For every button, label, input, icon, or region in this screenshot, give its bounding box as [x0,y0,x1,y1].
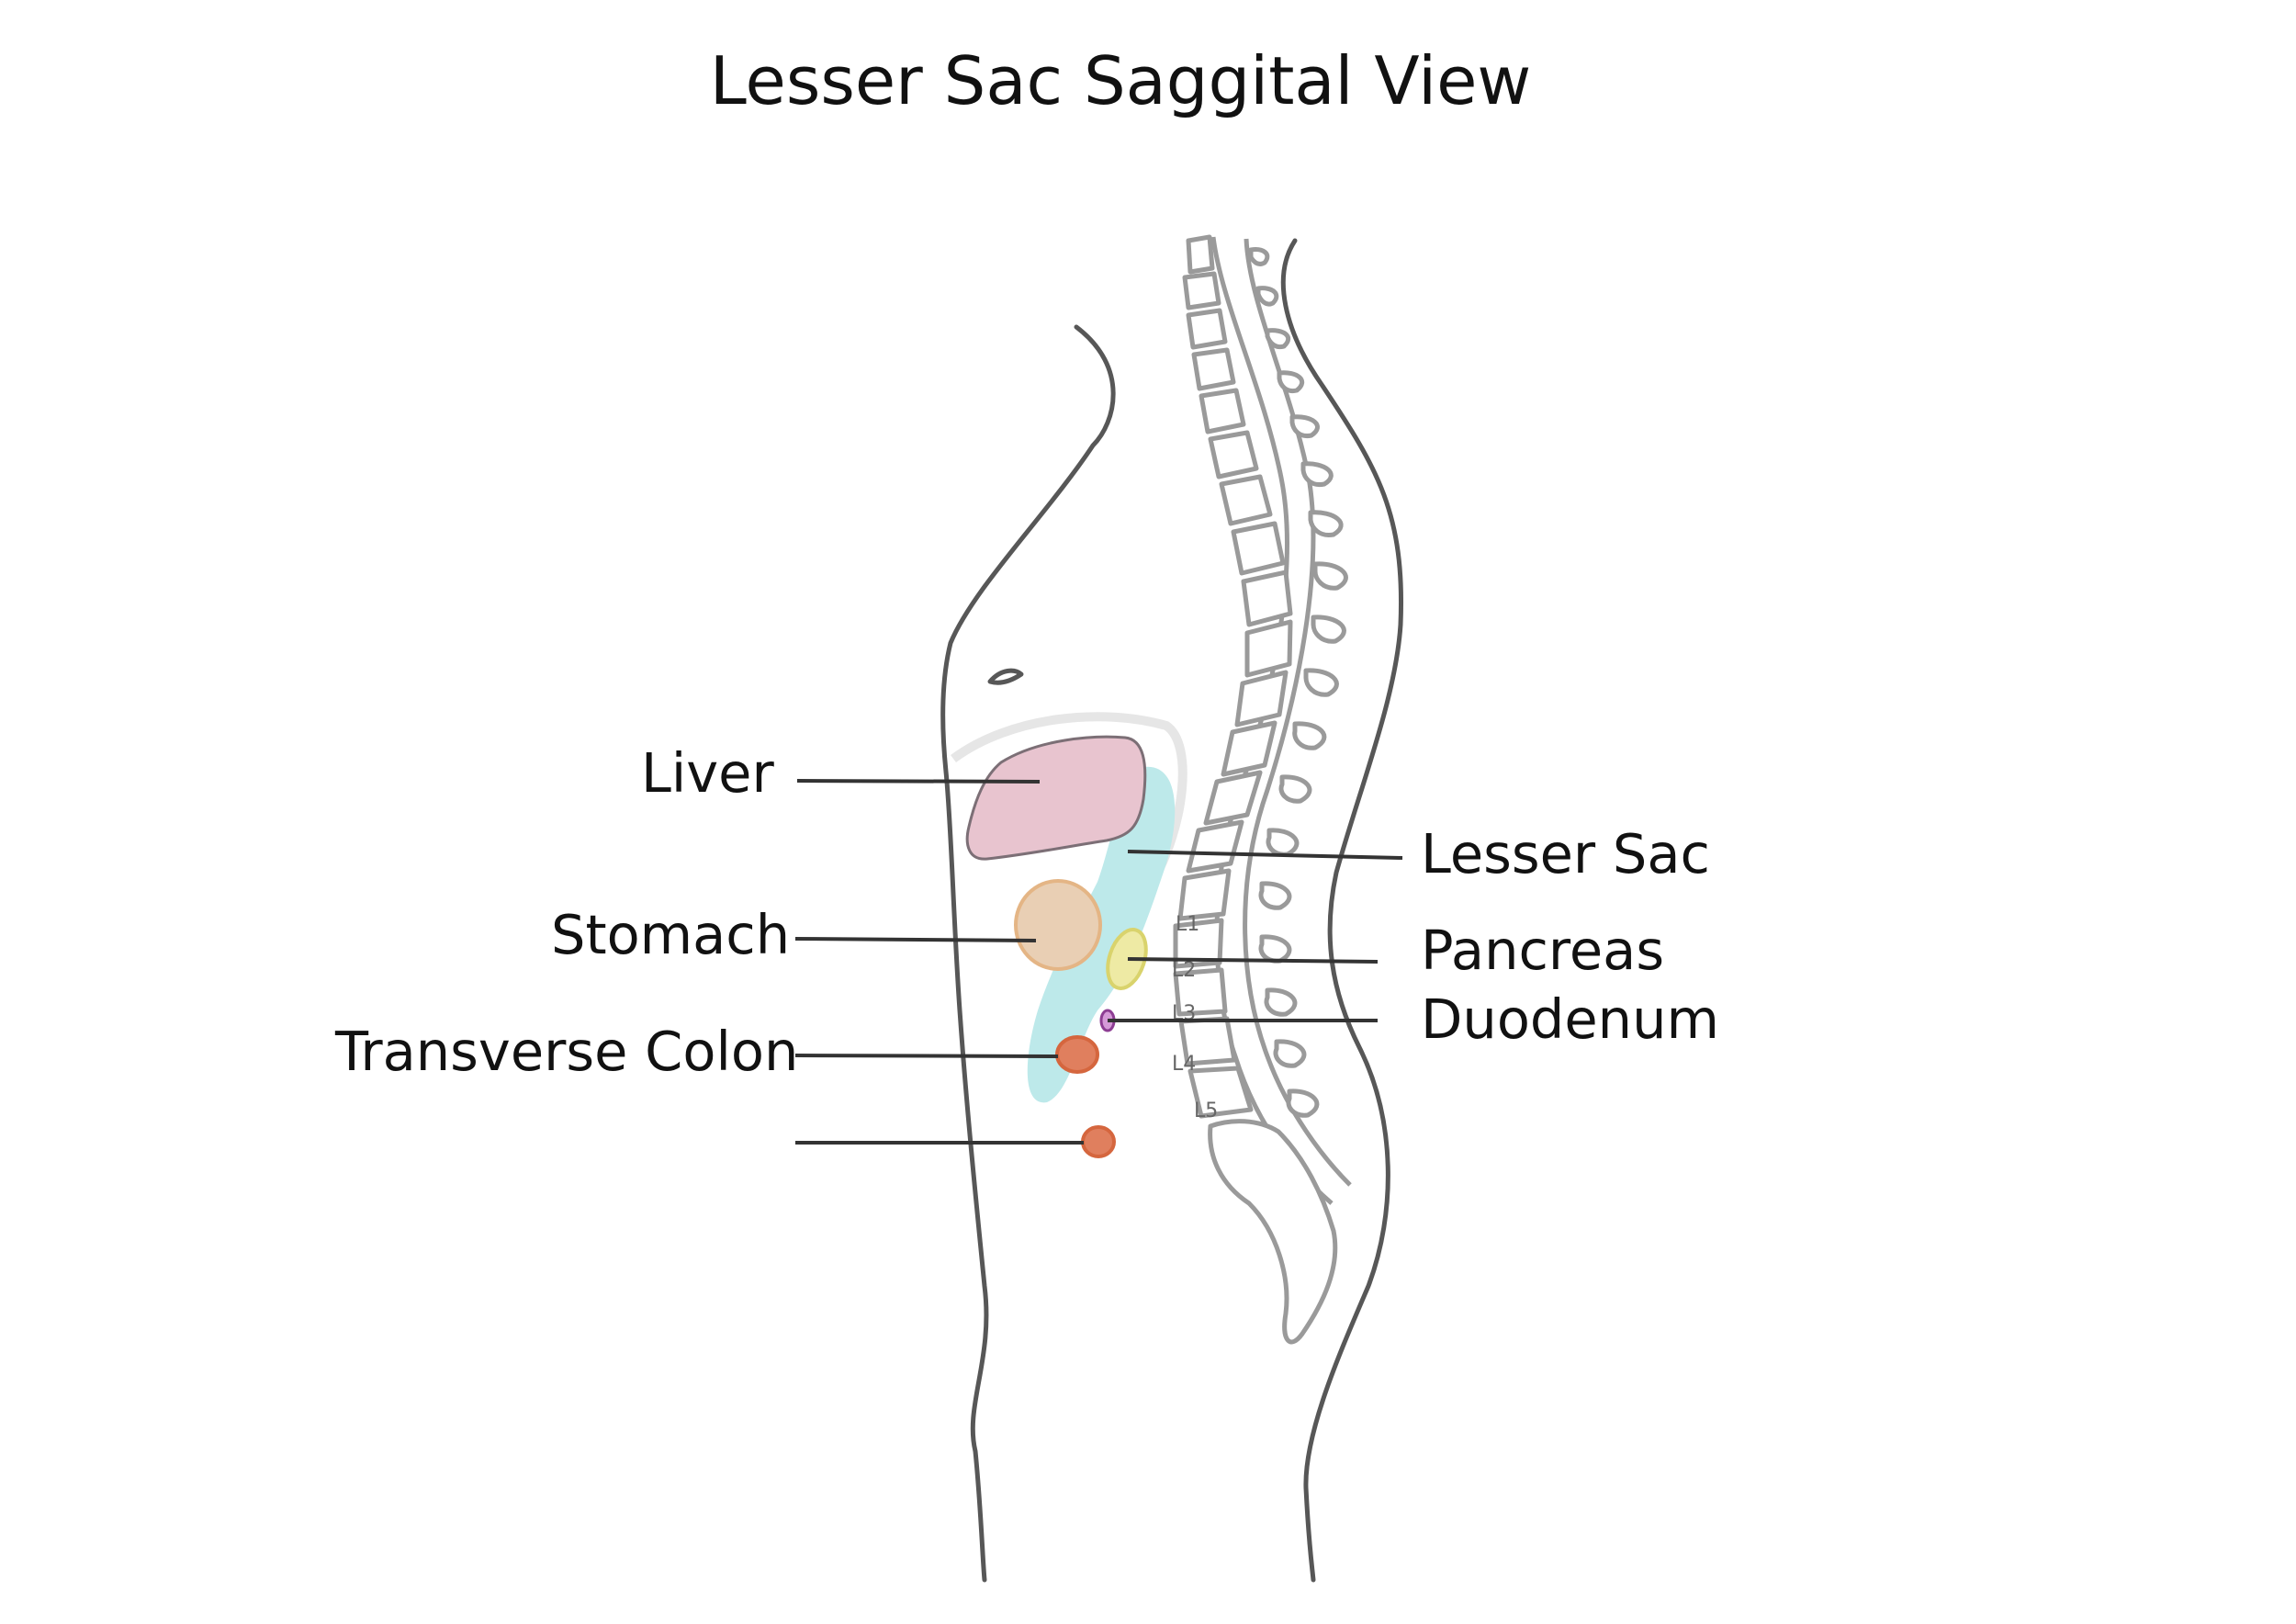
stomach-label: Stomach [551,903,790,966]
transverse-colon-organ [1057,1037,1097,1072]
lesser-sac-label: Lesser Sac [1421,822,1710,885]
transverse-colon-leader [795,1055,1058,1056]
stomach-organ [1016,881,1100,969]
lower-colon-organ [1083,1127,1114,1156]
pancreas-label: Pancreas [1421,919,1664,982]
vertebra-label-l4: L4 [1172,1053,1196,1076]
vertebra-label-l2: L2 [1172,959,1196,982]
vertebra-label-l1: L1 [1176,913,1199,936]
stomach-leader [795,939,1036,941]
duodenum-label: Duodenum [1421,987,1719,1051]
liver-leader [797,781,1040,782]
navel-mark [990,671,1021,682]
transverse-colon-label: Transverse Colon [334,1020,798,1083]
vertebra-label-l5: L5 [1194,1100,1218,1122]
pancreas-leader [1128,959,1378,962]
liver-label: Liver [641,741,774,805]
